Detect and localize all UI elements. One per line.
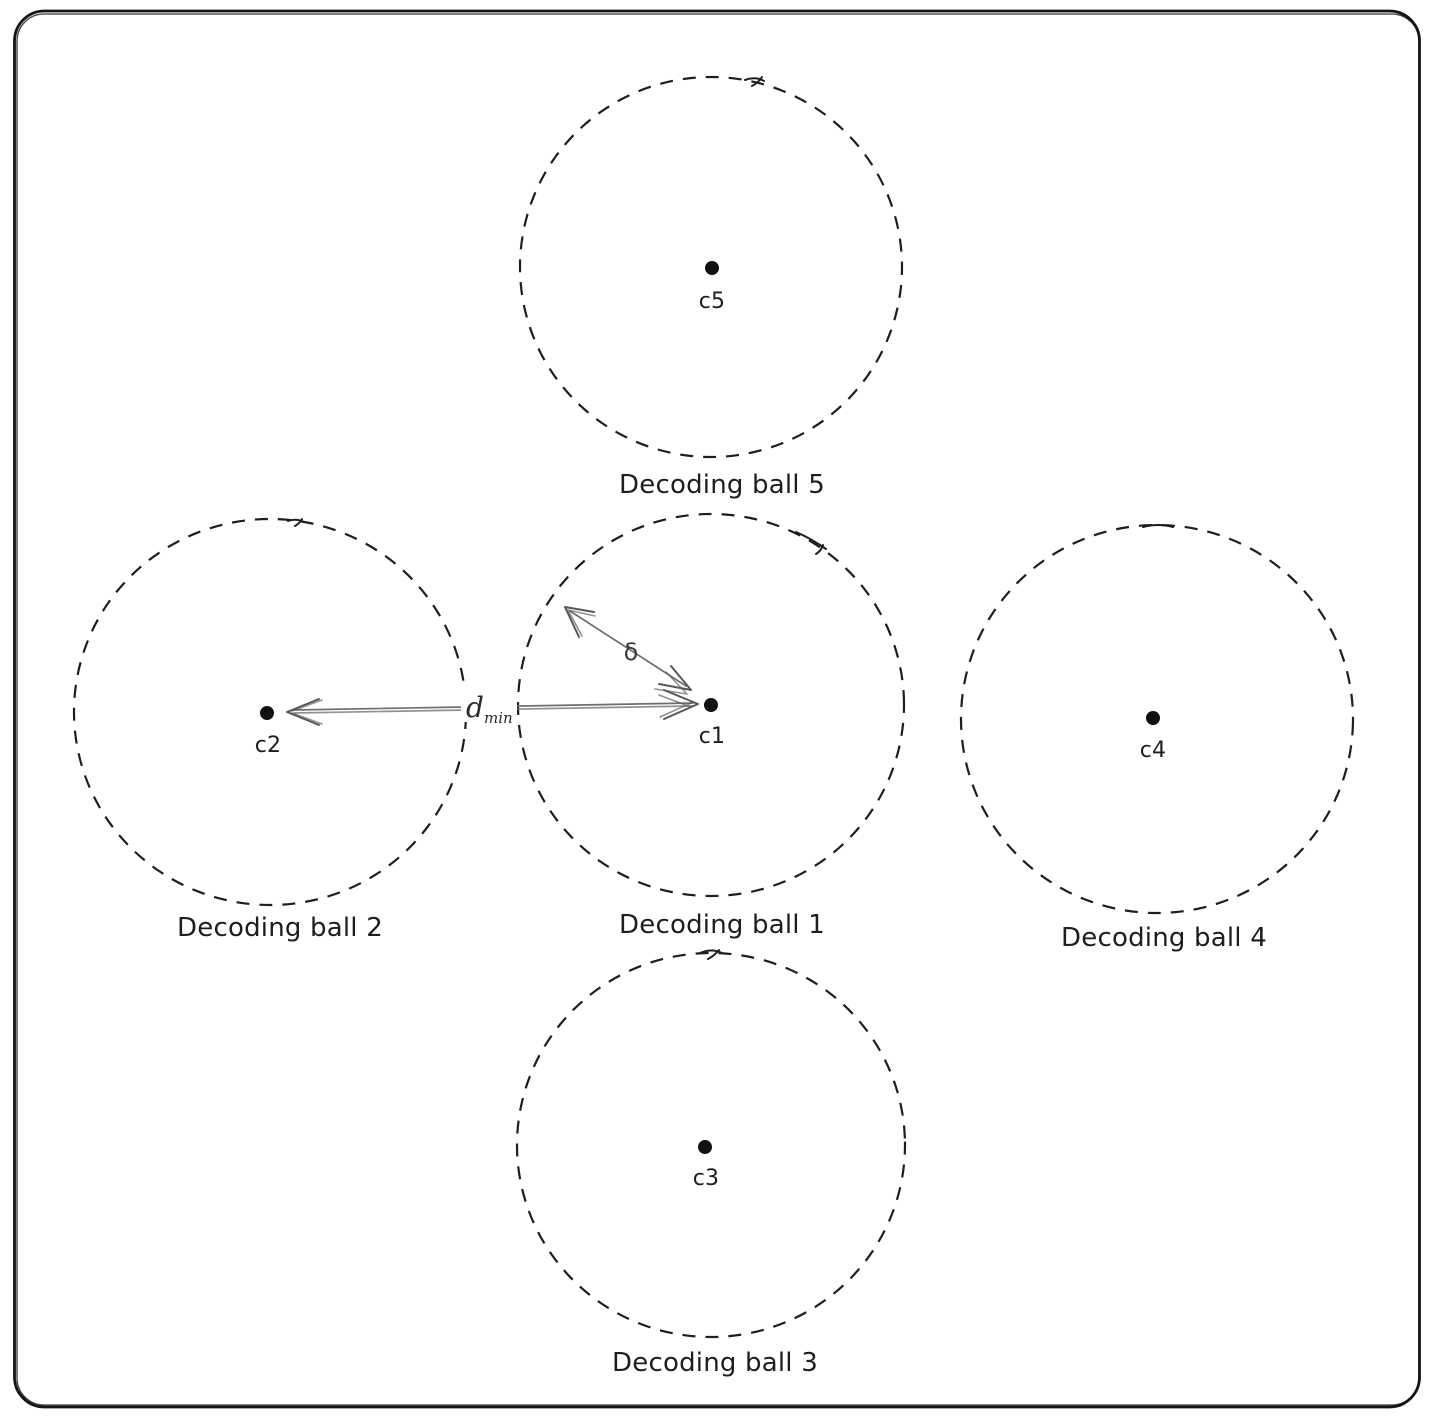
decoding-ball-5: c5 Decoding ball 5 — [518, 75, 904, 500]
dmin-arrowhead-right — [663, 689, 699, 720]
delta-arrowhead-top-echo — [567, 609, 596, 637]
delta-arrow: δ — [564, 606, 692, 695]
ball-4-stroke-join-tick — [1142, 524, 1174, 528]
ball-5-dashed-circle — [518, 75, 904, 459]
codeword-c5-label: c5 — [699, 289, 726, 314]
ball-1-dashed-circle — [516, 512, 906, 898]
dmin-arrowhead-left-echo — [291, 699, 323, 725]
dmin-label-subscript: min — [484, 709, 513, 727]
ball-5-stroke-join-tick — [744, 76, 765, 87]
codeword-c4-label: c4 — [1140, 738, 1167, 763]
codeword-c1-dot — [704, 698, 718, 712]
ball-3-stroke-join-tick — [699, 949, 723, 960]
decoding-ball-1: c1 Decoding ball 1 — [516, 512, 906, 940]
dmin-label-mask — [461, 686, 517, 722]
frame — [13, 9, 1421, 1409]
ball-5-title: Decoding ball 5 — [619, 470, 825, 500]
dmin-arrowhead-right-echo — [658, 694, 692, 718]
ball-2-title: Decoding ball 2 — [177, 913, 383, 943]
codeword-c5-dot — [705, 261, 719, 275]
frame-border-echo — [16, 13, 1420, 1406]
frame-border — [13, 9, 1421, 1409]
decoding-ball-3: c3 Decoding ball 3 — [515, 949, 907, 1378]
ball-1-stroke-join-tick — [795, 531, 827, 555]
ball-3-title: Decoding ball 3 — [612, 1348, 818, 1378]
decoding-ball-2: c2 Decoding ball 2 — [72, 517, 468, 943]
delta-label: δ — [624, 638, 639, 666]
dmin-arrowhead-left — [286, 698, 320, 726]
ball-3-dashed-circle — [515, 951, 907, 1339]
dmin-arrow: d min — [286, 686, 699, 727]
delta-arrowhead-bottom-echo — [654, 671, 688, 695]
codeword-c2-label: c2 — [255, 733, 282, 758]
delta-arrowhead-bottom — [658, 665, 692, 691]
decoding-ball-4: c4 Decoding ball 4 — [959, 523, 1355, 953]
ball-4-title: Decoding ball 4 — [1061, 923, 1267, 953]
codeword-c1-label: c1 — [699, 724, 726, 749]
delta-arrowhead-top — [564, 606, 595, 638]
codeword-c3-label: c3 — [693, 1166, 720, 1191]
codeword-c2-dot — [260, 706, 274, 720]
ball-2-stroke-join-tick — [287, 518, 305, 527]
codeword-c3-dot — [698, 1140, 712, 1154]
ball-4-dashed-circle — [959, 523, 1355, 915]
ball-1-title: Decoding ball 1 — [619, 910, 825, 940]
codeword-c4-dot — [1146, 711, 1160, 725]
dmin-label-base: d — [466, 691, 484, 724]
